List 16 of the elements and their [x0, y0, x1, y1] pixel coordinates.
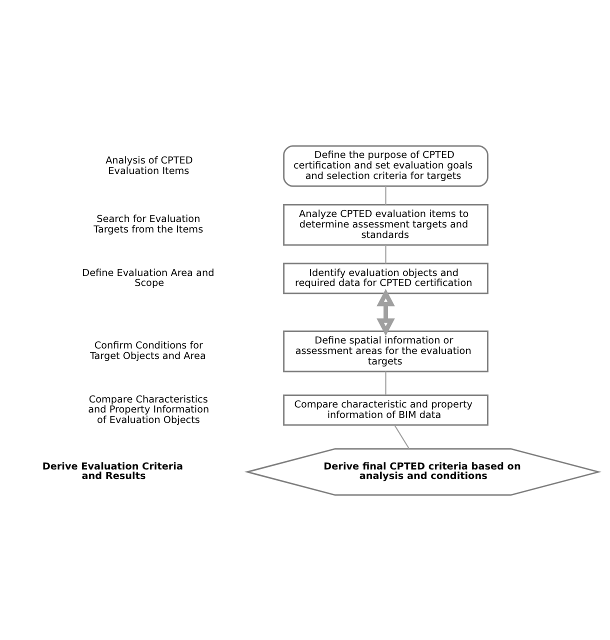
- node-box: Identify evaluation objects and required data for CPTED certification: [283, 262, 488, 294]
- arrow: [376, 288, 395, 336]
- node-box: Analyze CPTED evaluation items to determine assessment targets and standards: [283, 204, 488, 246]
- label: Compare Characteristics and Property Information of Evaluation Objects: [88, 394, 210, 426]
- connector: [385, 371, 386, 394]
- label: Define Evaluation Area and Scope: [82, 267, 214, 289]
- label: Search for Evaluation Targets from the Items: [94, 214, 204, 236]
- label: Analysis of CPTED Evaluation Items: [106, 154, 193, 176]
- node-box: Compare characteristic and property information of BIM data: [283, 394, 488, 426]
- node-box: Define spatial information or assessment areas for the evaluation targets: [283, 330, 488, 372]
- label: Confirm Conditions for Target Objects and Area: [90, 340, 206, 362]
- label: Derive Evaluation Criteria and Results: [42, 460, 183, 482]
- connector: [394, 424, 410, 449]
- node-box: Define the purpose of CPTED certification and set evaluation goals and selection criteria for targets: [283, 144, 488, 186]
- connector: [385, 244, 386, 263]
- connector: [385, 186, 386, 204]
